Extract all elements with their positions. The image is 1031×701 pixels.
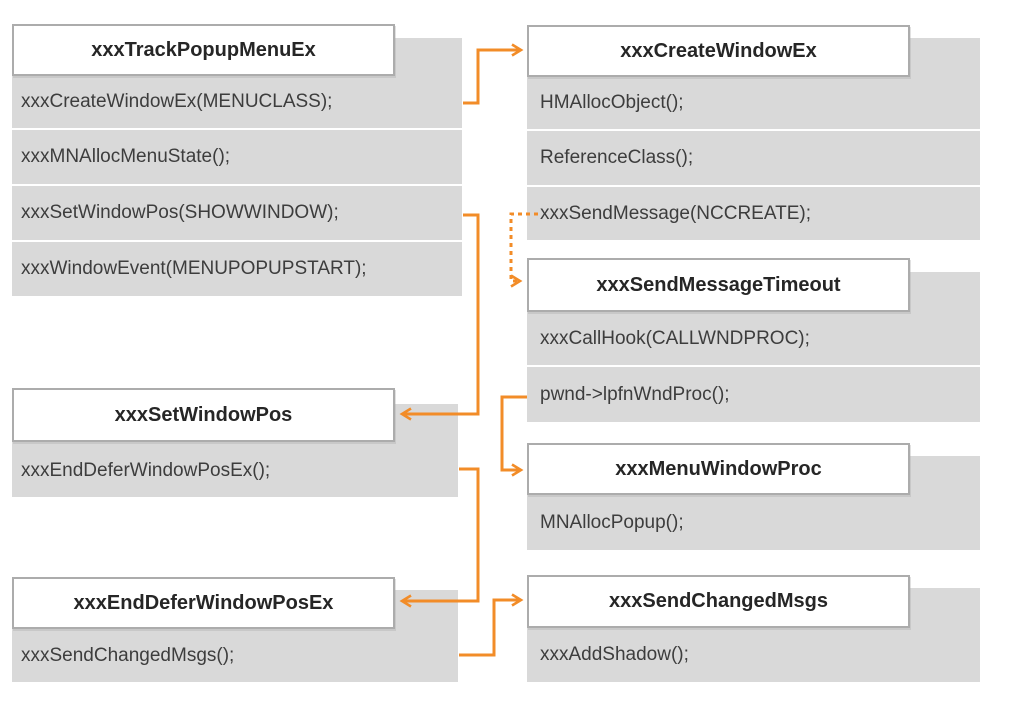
call-line: pwnd->lpfnWndProc();	[540, 383, 730, 405]
row-separator	[12, 240, 462, 242]
panel-title-trackpopupmenuex: xxxTrackPopupMenuEx	[12, 24, 395, 76]
call-line: xxxWindowEvent(MENUPOPUPSTART);	[21, 258, 367, 279]
arrow-createwindowex-call	[463, 43, 524, 105]
row-separator	[527, 365, 980, 367]
call-line: xxxCallHook(CALLWNDPROC);	[540, 327, 810, 349]
row-separator	[12, 128, 462, 130]
panel-title-menuwindowproc: xxxMenuWindowProc	[527, 443, 910, 495]
row-separator	[12, 184, 462, 186]
row-separator	[527, 129, 980, 131]
call-line: xxxAddShadow();	[540, 644, 689, 665]
call-line: xxxSendChangedMsgs();	[21, 644, 235, 666]
call-line: xxxEndDeferWindowPosEx();	[21, 459, 271, 481]
call-line: ReferenceClass();	[540, 147, 694, 168]
call-line: HMAllocObject();	[540, 92, 684, 113]
call-line: xxxSetWindowPos(SHOWWINDOW);	[21, 202, 339, 223]
call-line: xxxSendMessage(NCCREATE);	[540, 202, 812, 224]
panel-title-createwindowex: xxxCreateWindowEx	[527, 25, 910, 77]
panel-title-sendchangedmsgs: xxxSendChangedMsgs	[527, 575, 910, 628]
call-line: MNAllocPopup();	[540, 511, 684, 533]
panel-body-trackpopupmenuex	[12, 38, 462, 296]
call-line: xxxCreateWindowEx(MENUCLASS);	[21, 91, 333, 112]
row-separator	[527, 185, 980, 187]
panel-title-setwindowpos: xxxSetWindowPos	[12, 388, 395, 442]
arrow-sendchangedmsgs-call	[459, 593, 524, 657]
panel-title-sendmessagetimeout: xxxSendMessageTimeout	[527, 258, 910, 312]
call-line: xxxMNAllocMenuState();	[21, 146, 231, 167]
arrow-lpfnwndproc-to-menuwindowproc	[500, 395, 527, 477]
panel-title-enddeferwindowposex: xxxEndDeferWindowPosEx	[12, 577, 395, 629]
